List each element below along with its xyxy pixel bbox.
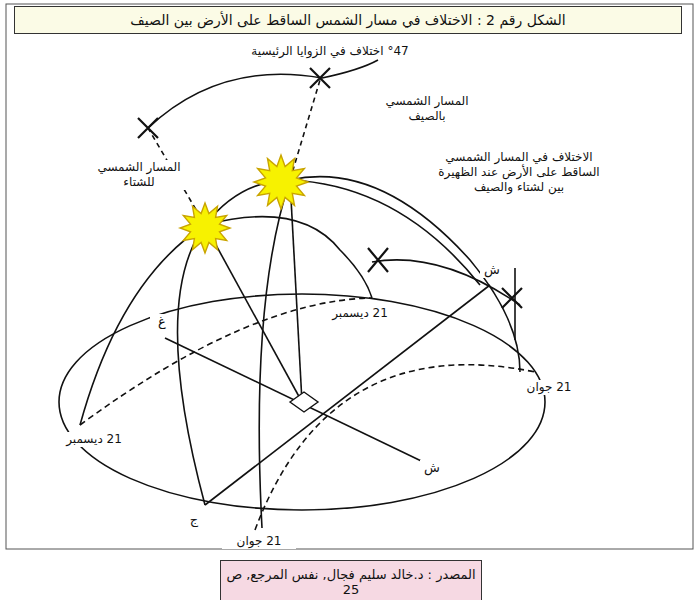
direction-letter: ج xyxy=(182,512,206,528)
cross-mark xyxy=(502,288,522,308)
horizon-ellipse xyxy=(59,294,545,510)
noon-difference-arc xyxy=(372,260,520,305)
cross-mark xyxy=(138,118,158,138)
summer-extension xyxy=(290,80,320,180)
noon-difference-note: الاختلاف في المسار الشمسي الساقط على الأ… xyxy=(432,150,606,195)
winter-sun-ray xyxy=(205,225,302,402)
date-label: 21 جوان xyxy=(512,380,586,395)
north-south-axis xyxy=(205,285,490,505)
figure-frame xyxy=(6,4,693,549)
cross-mark xyxy=(368,248,388,272)
summer-sun-symbol xyxy=(254,155,308,209)
summer-sun-path xyxy=(259,177,520,528)
source-caption: المصدر : د.خالد سليم فجال, نفس المرجع, ص… xyxy=(220,560,482,600)
direction-letter: ش xyxy=(420,460,444,476)
observer-plate xyxy=(290,392,318,412)
summer-sun-ray xyxy=(290,180,302,402)
winter-sun-symbol xyxy=(180,203,230,253)
cross-mark xyxy=(310,68,330,88)
meridian-arc xyxy=(178,180,481,505)
noon-marker-line xyxy=(514,268,516,340)
direction-letter: ش xyxy=(480,262,504,278)
date-label: 21 ديسمبر xyxy=(318,306,402,321)
date-label: 21 جوان xyxy=(222,534,296,549)
summer-path-label: المسار الشمسي بالصيف xyxy=(380,94,474,124)
east-west-axis xyxy=(165,338,440,470)
winter-path-label: المسار الشمسي للشتاء xyxy=(92,160,186,190)
date-label: 21 ديسمبر xyxy=(52,432,136,447)
summer-horizon-dashed xyxy=(255,365,535,530)
figure-title: الشكل رقم 2 : الاختلاف في مسار الشمس الس… xyxy=(14,6,682,34)
angle-note: °47 اختلاف في الزوايا الرئيسية xyxy=(228,44,432,59)
angle-arc xyxy=(148,60,378,128)
direction-letter: غ xyxy=(150,314,174,330)
